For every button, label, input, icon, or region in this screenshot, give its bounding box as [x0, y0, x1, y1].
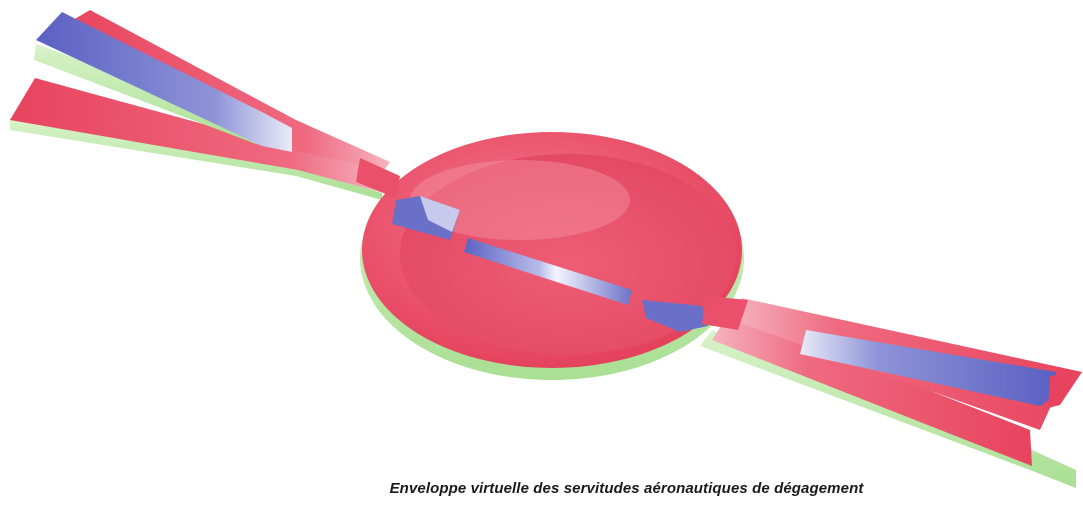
central-disc: [360, 132, 744, 380]
right-arm-tip: [1048, 372, 1082, 408]
figure-caption: Enveloppe virtuelle des servitudes aéron…: [0, 480, 1083, 497]
left-approach-surfaces: [10, 10, 390, 200]
right-approach-surfaces: [700, 298, 1082, 488]
